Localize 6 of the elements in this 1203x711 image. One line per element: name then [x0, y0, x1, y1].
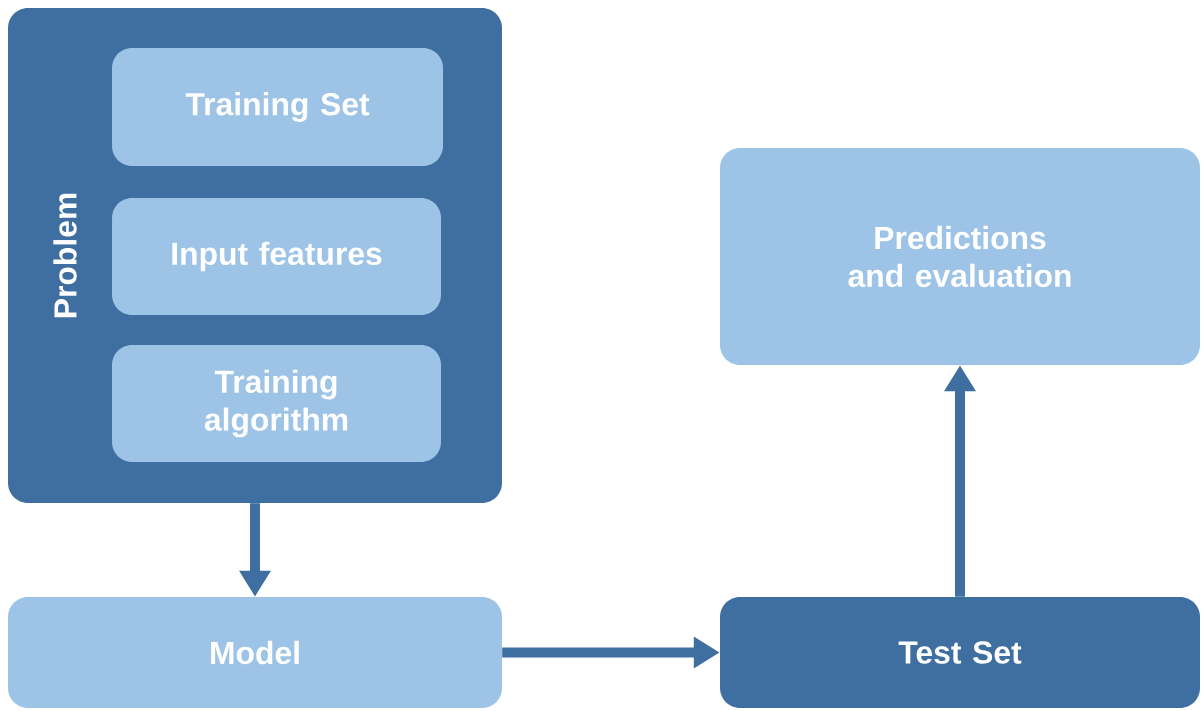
process-box: Training algorithm [112, 345, 441, 462]
process-box: Training Set [112, 48, 443, 166]
process-box: Predictions and evaluation [720, 148, 1200, 365]
process-box: Test Set [720, 597, 1200, 708]
process-box: Model [8, 597, 502, 708]
process-box: Input features [112, 198, 441, 315]
